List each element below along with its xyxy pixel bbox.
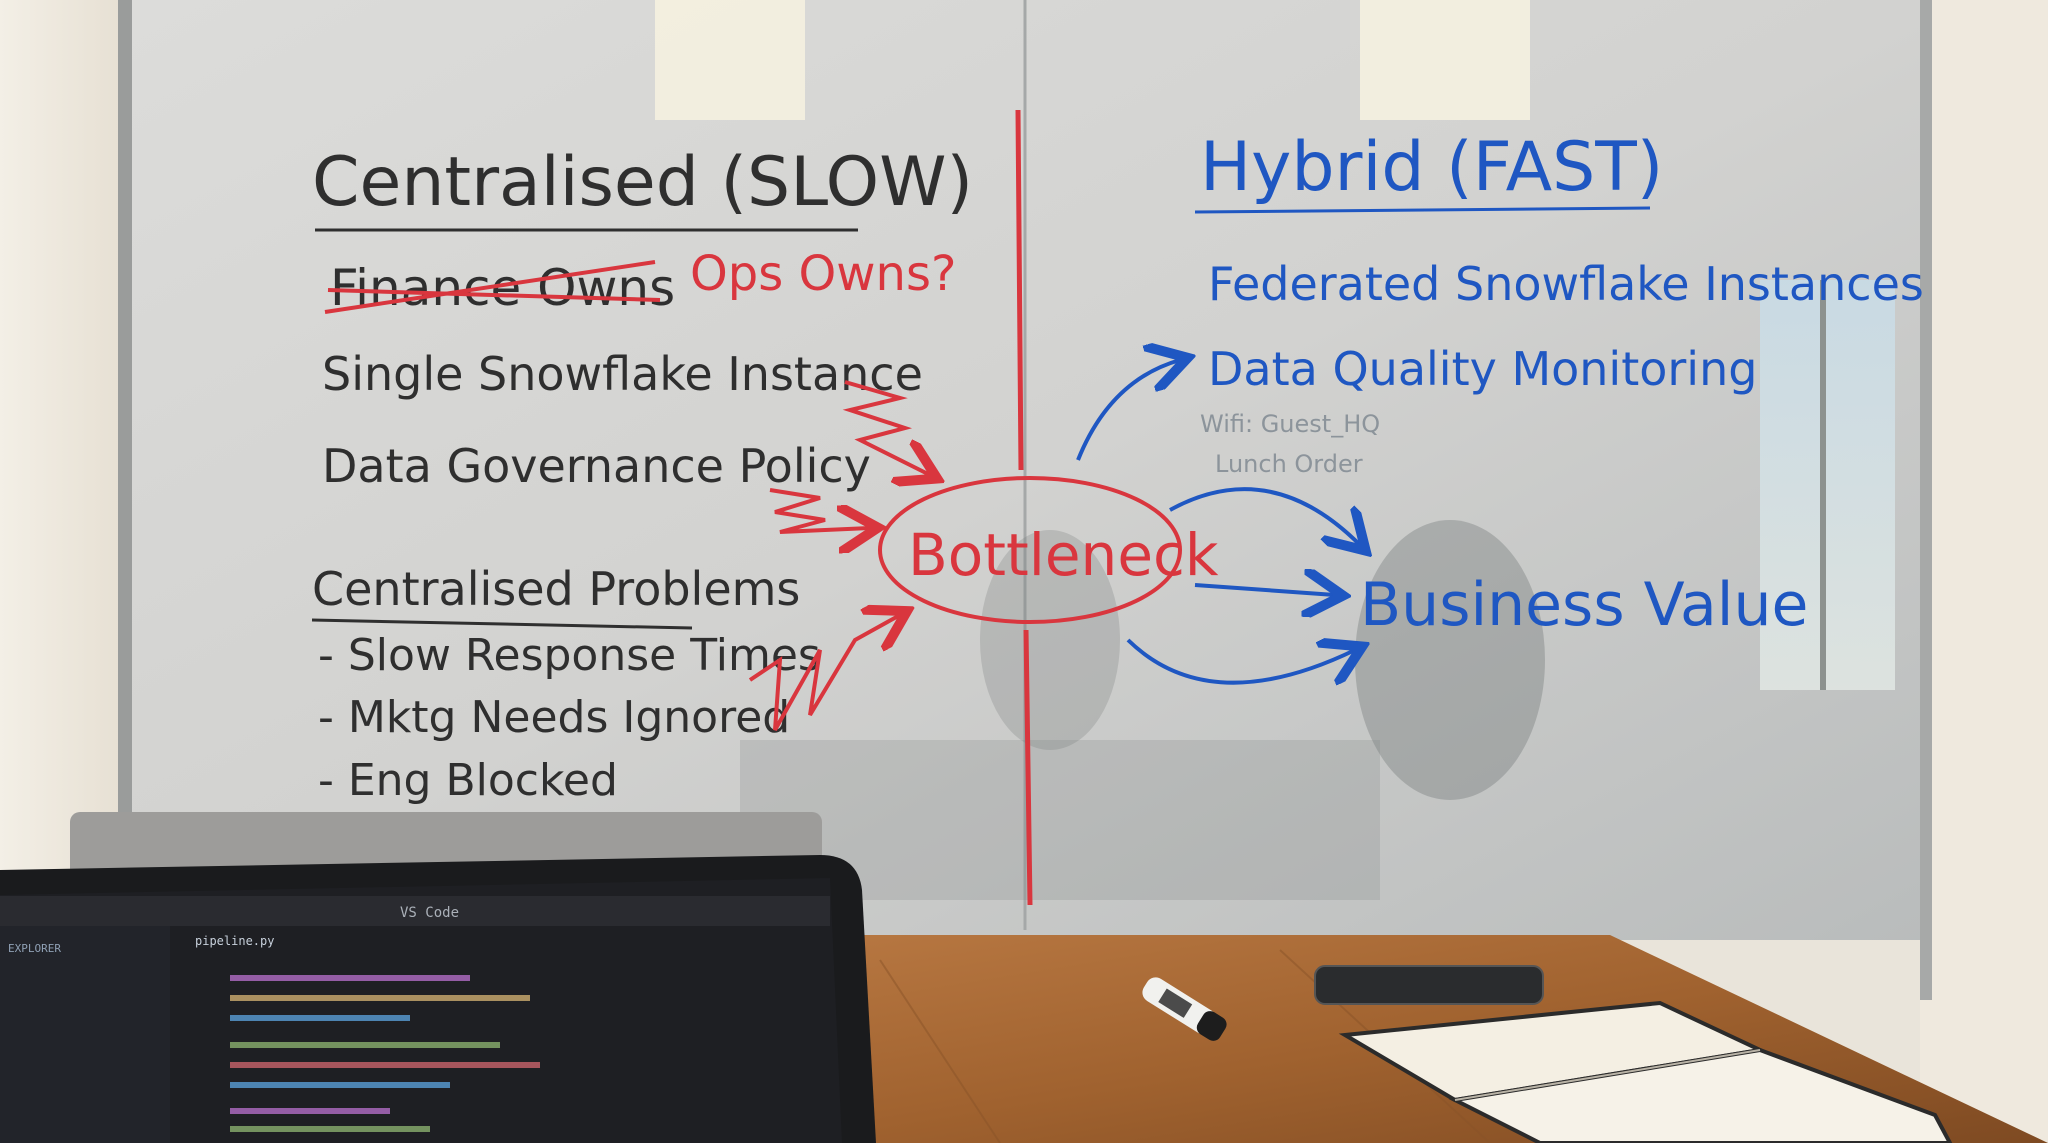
wood-grain-1 [879, 959, 1001, 1143]
arrow-bottleneck-up [1169, 487, 1360, 545]
reflection-person-left [980, 530, 1120, 750]
left-item-2: Data Governance Policy [322, 439, 871, 493]
right-item-2: Data Quality Monitoring [1208, 342, 1757, 396]
left-title: Centralised (SLOW) [312, 143, 973, 222]
marker-pen[interactable] [1139, 974, 1230, 1044]
left-item-1: Single Snowflake Instance [322, 347, 923, 401]
code-line-5 [230, 1062, 540, 1068]
code-line-7 [230, 1108, 390, 1114]
problems-heading: Centralised Problems [312, 562, 800, 616]
code-line-8 [230, 1126, 430, 1132]
vscode-explorer-label: EXPLORER [8, 942, 61, 955]
arrow-to-quality [1076, 360, 1180, 461]
vscode-sidebar [0, 926, 170, 1143]
laptop[interactable]: VS Code EXPLORER pipeline.py [0, 855, 876, 1143]
right-item-1: Federated Snowflake Instances [1208, 257, 1924, 311]
code-line-3 [230, 1015, 410, 1021]
problem-2: - Mktg Needs Ignored [318, 692, 790, 743]
zigzag-arrow-3 [748, 615, 900, 731]
red-divider-line [1015, 109, 1033, 906]
ops-owns-note: Ops Owns? [690, 246, 956, 302]
code-line-6 [230, 1082, 450, 1088]
open-notebook[interactable] [1338, 1000, 1953, 1143]
zigzag-arrow-1 [842, 380, 930, 475]
faint-note-lunch: Lunch Order [1215, 450, 1363, 478]
laptop-window-title: VS Code [400, 905, 459, 921]
reflection-person-right [1355, 520, 1545, 800]
zigzag-arrow-2 [769, 488, 870, 532]
problem-3: - Eng Blocked [318, 755, 618, 806]
smartphone[interactable] [1314, 965, 1544, 1005]
whiteboard-frame-left [118, 0, 132, 860]
problems-underline [311, 618, 693, 630]
code-line-4 [230, 1042, 500, 1048]
ceiling-light-left [655, 0, 805, 120]
strike-line-1 [324, 260, 656, 314]
arrow-bottleneck-mid [1194, 585, 1335, 595]
arrow-bottleneck-down [1126, 640, 1355, 683]
code-line-1 [230, 975, 470, 981]
bottleneck-label: Bottleneck [908, 521, 1219, 589]
right-wall [1920, 0, 2048, 1143]
strike-line-2 [327, 288, 661, 302]
right-title-underline [1194, 206, 1651, 214]
window-reflection [1760, 280, 1895, 690]
vscode-tab[interactable]: pipeline.py [195, 934, 274, 948]
business-value: Business Value [1360, 570, 1808, 640]
faint-note-wifi: Wifi: Guest_HQ [1200, 410, 1380, 438]
bottleneck-circle [878, 476, 1182, 624]
vscode-titlebar [0, 896, 830, 926]
window-mullion [1820, 280, 1826, 690]
ceiling-light-right [1360, 0, 1530, 120]
right-title: Hybrid (FAST) [1200, 128, 1663, 207]
problem-1: - Slow Response Times [318, 630, 821, 681]
whiteboard-frame-right [1920, 0, 1932, 1000]
code-line-2 [230, 995, 530, 1001]
